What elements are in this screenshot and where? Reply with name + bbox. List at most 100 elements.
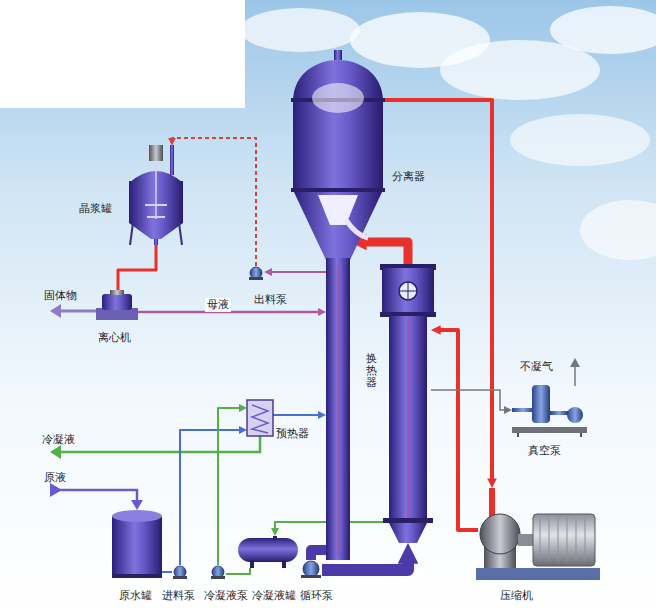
stream-label: 原液 [44,471,66,485]
crystal-tank: 晶浆罐 [125,145,187,245]
column [326,258,350,560]
drum [102,294,132,310]
pipe [52,490,137,502]
pump-casing [303,561,319,577]
vessel-cone [293,190,383,260]
sight-glass [399,282,417,300]
condensate-tank: 冷凝液罐 [238,536,298,568]
separator: 分离器 [326,60,350,560]
pipe [574,366,576,386]
stream-label: 不凝气 [520,360,553,374]
leg [517,433,519,437]
equipment-drawing [125,145,187,245]
leg [250,560,254,568]
arrowhead [50,445,61,459]
vessel-body [293,100,383,192]
pump-casing [567,407,583,423]
arrowhead [131,500,143,510]
flange [383,518,433,523]
motor [149,145,163,161]
nozzle [273,536,277,540]
pipe [60,436,260,452]
equipment-label: 换热器 [366,353,377,389]
cloud [510,114,650,166]
pump: 进料泵 [172,565,188,579]
pump-base [211,576,225,579]
preheater-body [247,400,273,436]
fin [558,518,559,562]
cloud [240,8,360,52]
flange [291,188,385,192]
cloud [580,200,656,260]
equipment-drawing [300,560,322,578]
pump-base [173,576,187,579]
center-line [338,265,339,555]
equipment-label: 原水罐 [119,589,152,603]
motor [533,514,595,566]
solid-outlet-arrow [50,304,96,318]
pump-casing [174,566,186,578]
pump-casing [250,267,262,279]
heat-exchanger: 换热器 [385,268,431,543]
equipment-drawing [248,266,264,280]
pump: 出料泵 [248,266,264,280]
inner-funnel [318,195,358,225]
bottom-head [389,523,427,543]
blade [145,204,167,206]
pipe [550,411,568,415]
water-tank: 原水罐 [112,510,162,578]
vent-arrow [570,358,580,386]
fin [576,518,577,562]
outlet [154,239,158,245]
equipment-drawing [512,385,587,437]
equipment-drawing [210,565,226,579]
equipment-drawing [96,290,138,320]
equipment-drawing [172,565,188,579]
leg [130,223,133,245]
equipment-label: 压缩机 [500,589,533,603]
arrowhead [50,304,61,318]
equipment-drawing [385,268,431,543]
equipment-label: 进料泵 [162,589,195,603]
label-holder: 母液 [205,293,231,312]
pipe-connector [226,568,250,574]
centrifuge: 离心机 [96,290,138,320]
pipe-connector [311,550,326,560]
lid [110,290,124,295]
tank-body [112,516,162,578]
pipe-connector [273,414,319,416]
pipe-connector [180,430,240,565]
equipment-label: 循环泵 [300,589,333,603]
equipment-label: 真空泵 [528,444,561,458]
nozzle [334,50,342,60]
preheater: 预热器 [247,400,273,436]
pipe-connector [271,271,326,273]
pipe [60,310,96,313]
head [382,268,434,314]
equipment-label: 晶浆罐 [79,202,112,216]
tank-body [238,538,298,562]
fin [549,518,550,562]
pipe-connector [322,562,408,570]
pump-base [301,575,321,578]
blade [147,216,165,218]
pipe-connector [162,571,172,573]
pump-casing [212,566,224,578]
tank-top [112,510,162,522]
equipment-drawing [326,60,350,560]
plates [252,405,268,433]
label-holder: 固体物 [44,284,77,303]
base [512,427,587,433]
equipment-label: 预热器 [276,427,309,441]
leg [580,433,582,437]
pipe-connector [118,245,156,290]
pipe-connector [431,390,505,410]
inlet-nozzle [170,145,174,175]
equipment-drawing [247,400,273,436]
pipe [512,408,534,412]
base [476,568,600,580]
pump: 冷凝液泵 [210,565,226,579]
pipe-connector [218,408,240,565]
